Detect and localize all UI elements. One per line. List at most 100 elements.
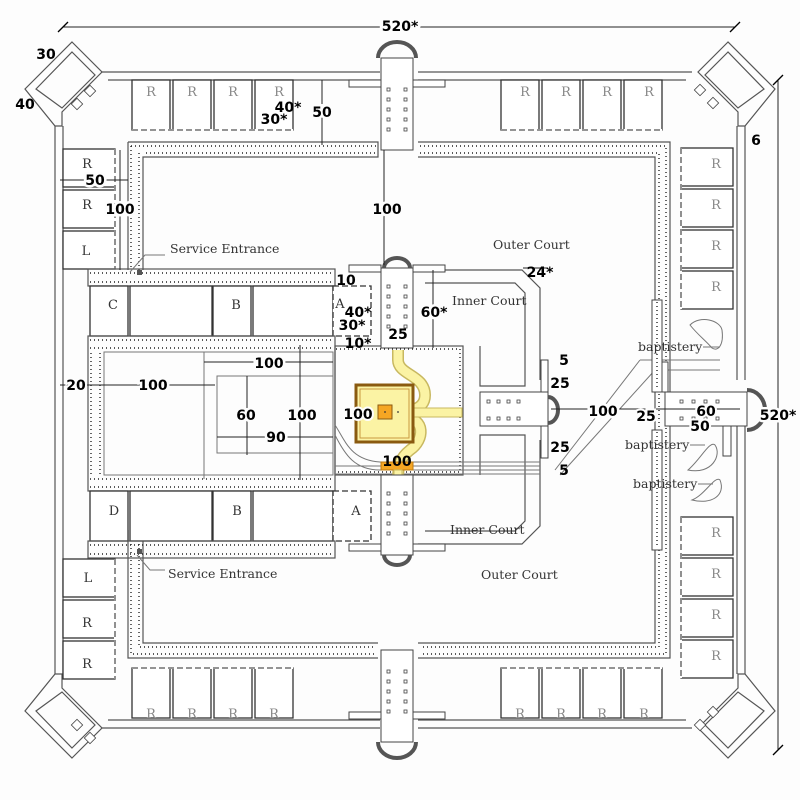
room-label: B [232,504,242,519]
baptistery-font [690,478,722,502]
room-r[interactable] [500,79,540,131]
gate-south[interactable] [348,649,446,760]
room-r[interactable] [582,667,622,719]
room-r[interactable] [62,148,116,188]
sanctuary-area [354,350,463,481]
room-r[interactable] [62,640,116,680]
rooms-top-left: R R R R [131,79,294,131]
dimension-labels: 520* 520* 30 40 6 40* 30* 50 50 100 100 … [15,16,799,479]
room-r[interactable] [254,667,294,719]
west-block: C B A D B A [87,268,372,559]
dim-west-inner-height: 100 [287,408,316,424]
dim-east-25-bottom: 25 [550,440,569,456]
room-label: R [228,707,239,722]
room-label: R [561,85,572,100]
room-label: R [711,198,722,213]
room-r[interactable] [172,667,212,719]
corner-tower-nw [24,41,103,127]
east-colonnade [651,299,663,551]
dim-corner-b: 40 [15,97,35,113]
room-label: R [711,608,722,623]
dim-east-gate-width: 25 [636,409,655,425]
room-r[interactable] [680,598,734,638]
dim-inner-gate-b: 40* [345,305,372,321]
room-r[interactable] [680,270,734,310]
room-label: L [82,244,91,259]
dim-corner-a: 30 [36,47,56,63]
room-label: R [274,85,285,100]
service-entrance-label: Service Entrance [168,566,277,581]
room-r[interactable] [62,189,116,229]
room-r[interactable] [680,229,734,269]
room-c[interactable] [89,285,129,337]
room-label: R [146,85,157,100]
gate-inner-east[interactable] [479,359,560,459]
room-label: R [515,707,526,722]
room-block [129,490,213,542]
dim-west-inner-width: 100 [254,356,283,372]
room-r[interactable] [623,79,663,131]
gate-inner-south[interactable] [348,474,446,567]
dimension-lines [57,21,784,756]
dim-overall-height: 520* [760,408,797,424]
dim-left-room-depth: 50 [85,173,105,189]
dim-east-passage: 100 [588,404,617,420]
room-label: B [231,298,241,313]
room-r[interactable] [541,667,581,719]
dim-left-colonnade: 100 [105,202,134,218]
room-label: R [520,85,531,100]
room-r[interactable] [500,667,540,719]
room-label: A [334,297,345,312]
room-r[interactable] [680,516,734,556]
room-r[interactable] [680,639,734,679]
room-label: R [187,85,198,100]
room-block [252,285,334,337]
room-b[interactable] [212,285,252,337]
baptistery-label: baptistery [633,476,698,491]
room-r[interactable] [623,667,663,719]
gate-north[interactable] [348,40,446,151]
room-label: R [187,707,198,722]
room-r[interactable] [541,79,581,131]
dim-top-room-width: 30* [261,112,288,128]
room-a[interactable] [332,490,372,542]
room-l[interactable] [62,558,116,598]
dim-east-5-bottom: 5 [559,463,569,479]
room-r[interactable] [680,147,734,187]
rooms-left-top: R R L [62,148,116,270]
room-label: R [82,198,93,213]
room-label: L [84,571,93,586]
serpentine-path [334,424,540,471]
room-r[interactable] [172,79,212,131]
dim-top-room-depth: 40* [275,100,302,116]
room-label: R [146,707,157,722]
service-entrance-marker[interactable] [137,270,142,275]
room-r[interactable] [131,79,171,131]
room-r[interactable] [680,188,734,228]
room-r[interactable] [213,79,253,131]
room-a[interactable] [332,285,372,337]
rooms-right-bottom: R R R R [680,516,734,679]
room-label: A [350,504,361,519]
room-r[interactable] [254,79,294,131]
room-label: R [711,567,722,582]
room-label: R [711,157,722,172]
dim-overall-width: 520* [382,19,419,35]
dim-inner-gate-d: 10* [345,336,372,352]
gate-inner-north[interactable] [348,256,446,349]
room-r[interactable] [131,667,171,719]
rooms-top-right: R R R R [500,79,663,131]
room-label: R [711,649,722,664]
dim-top-gate-to-inner: 100 [372,202,401,218]
dim-west-court-width: 100 [138,378,167,394]
room-r[interactable] [213,667,253,719]
dim-west-pool-width: 90 [266,430,286,446]
dim-top-court-depth: 50 [312,105,332,121]
service-entrance-marker[interactable] [137,549,142,554]
room-label: R [228,85,239,100]
dim-east-gate-inner: 50 [690,419,710,435]
room-label: R [644,85,655,100]
room-r[interactable] [680,557,734,597]
baptistery-font [689,319,723,350]
